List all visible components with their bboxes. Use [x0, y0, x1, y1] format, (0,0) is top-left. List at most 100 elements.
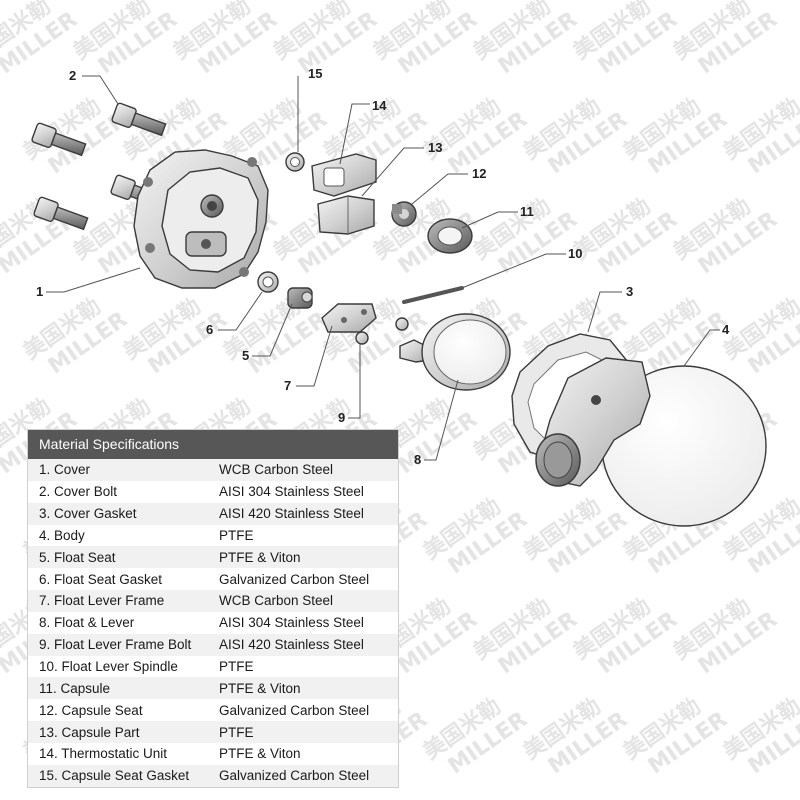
- callout-5: 5: [242, 348, 249, 363]
- callout-7: 7: [284, 378, 291, 393]
- table-row: 4. Body PTFE: [28, 524, 398, 547]
- part-name: 12. Capsule Seat: [39, 702, 143, 718]
- material: AISI 304 Stainless Steel: [219, 484, 364, 500]
- table-row: 12. Capsule Seat Galvanized Carbon Steel: [28, 699, 398, 722]
- callout-labels: 2 1 15 14 13 12 11 10 3 4 6 5 7 9 8: [36, 66, 730, 467]
- part-name: 1. Cover: [39, 462, 91, 478]
- float-seat-part: [287, 287, 313, 309]
- capsule-seat-part: [391, 201, 417, 227]
- callout-1: 1: [36, 284, 43, 299]
- float-lever-frame-part: [321, 303, 377, 333]
- table-row: 15. Capsule Seat Gasket Galvanized Carbon…: [28, 764, 398, 787]
- table-row: 9. Float Lever Frame Bolt AISI 420 Stainl…: [28, 633, 398, 656]
- material: PTFE & Viton: [219, 549, 301, 565]
- callout-12: 12: [472, 166, 486, 181]
- table-row: 14. Thermostatic Unit PTFE & Viton: [28, 742, 398, 765]
- body-part: [535, 357, 767, 527]
- material: Galvanized Carbon Steel: [219, 702, 370, 718]
- callout-3: 3: [626, 284, 633, 299]
- part-name: 4. Body: [39, 527, 85, 543]
- float-and-lever-part: [399, 313, 511, 391]
- material: PTFE: [219, 659, 254, 675]
- cover-part: [133, 149, 269, 289]
- material: AISI 420 Stainless Steel: [219, 637, 364, 653]
- material: PTFE: [219, 527, 254, 543]
- callout-11: 11: [520, 204, 534, 219]
- part-name: 5. Float Seat: [39, 549, 116, 565]
- float-seat-gasket-part: [257, 271, 279, 293]
- callout-8: 8: [414, 452, 421, 467]
- part-name: 6. Float Seat Gasket: [39, 571, 163, 587]
- table-row: 7. Float Lever Frame WCB Carbon Steel: [28, 590, 398, 612]
- leader-lines: [46, 75, 720, 461]
- material: WCB Carbon Steel: [219, 593, 334, 609]
- part-name: 10. Float Lever Spindle: [39, 659, 178, 675]
- callout-14: 14: [372, 98, 387, 113]
- part-name: 3. Cover Gasket: [39, 506, 137, 522]
- table-row: 11. Capsule PTFE & Viton: [28, 677, 398, 700]
- capsule-seat-gasket-part: [285, 152, 305, 172]
- float-lever-frame-bolt-part: [355, 317, 409, 345]
- callout-9: 9: [338, 410, 345, 425]
- part-name: 7. Float Lever Frame: [39, 593, 165, 609]
- part-name: 14. Thermostatic Unit: [39, 746, 168, 762]
- material: PTFE: [219, 724, 254, 740]
- callout-10: 10: [568, 246, 582, 261]
- part-name: 2. Cover Bolt: [39, 484, 118, 500]
- material: PTFE & Viton: [219, 746, 301, 762]
- table-row: 5. Float Seat PTFE & Viton: [28, 546, 398, 569]
- part-name: 11. Capsule: [39, 680, 111, 696]
- table-row: 13. Capsule Part PTFE: [28, 721, 398, 743]
- capsule-part-ring: [427, 218, 473, 254]
- thermostatic-unit-part: [311, 153, 377, 197]
- cover-bolt-part: [31, 102, 167, 231]
- capsule-part: [317, 195, 375, 235]
- float-lever-spindle-part: [402, 286, 464, 304]
- table-row: 10. Float Lever Spindle PTFE: [28, 655, 398, 678]
- material: AISI 304 Stainless Steel: [219, 615, 364, 631]
- part-name: 8. Float & Lever: [39, 615, 135, 631]
- part-name: 13. Capsule Part: [39, 724, 140, 740]
- table-row: 8. Float & Lever AISI 304 Stainless Steel: [28, 611, 398, 634]
- callout-4: 4: [722, 322, 730, 337]
- material: PTFE & Viton: [219, 680, 301, 696]
- material: WCB Carbon Steel: [219, 462, 334, 478]
- callout-15: 15: [308, 66, 322, 81]
- spec-table-title: Material Specifications: [28, 430, 398, 459]
- part-name: 9. Float Lever Frame Bolt: [39, 637, 192, 653]
- material: Galvanized Carbon Steel: [219, 768, 370, 784]
- part-name: 15. Capsule Seat Gasket: [39, 768, 190, 784]
- callout-2: 2: [69, 68, 76, 83]
- callout-13: 13: [428, 140, 442, 155]
